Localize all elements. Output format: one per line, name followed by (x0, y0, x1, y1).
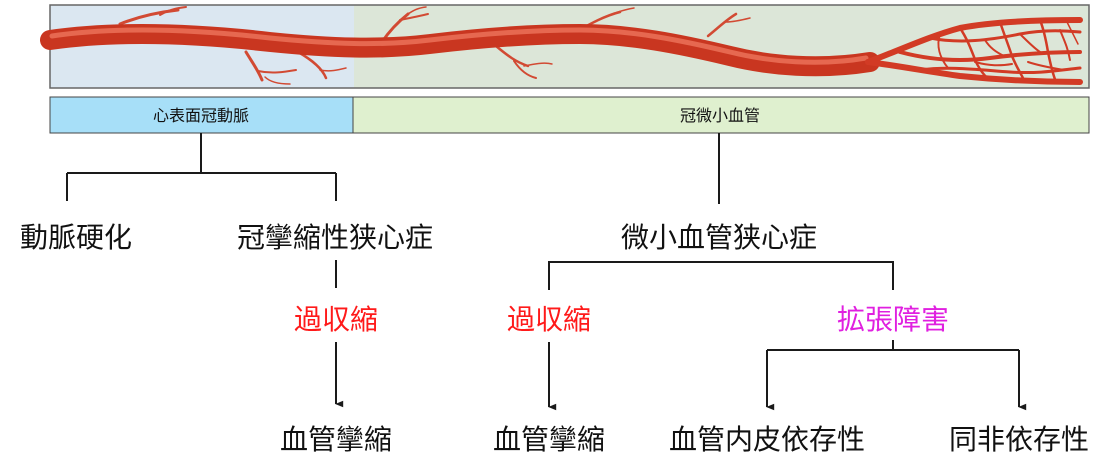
endothelium-dependent-label: 血管内皮依存性 (669, 423, 865, 456)
vasospasm-left-label: 血管攣縮 (280, 423, 392, 456)
epicardial-band-label: 心表面冠動脈 (153, 106, 249, 125)
capillary-network (865, 17, 1083, 85)
atherosclerosis-label: 動脈硬化 (20, 221, 132, 254)
microvascular-angina-label: 微小血管狭心症 (621, 221, 817, 254)
main-vessel-highlight (49, 27, 869, 65)
dilation-impairment-label: 拡張障害 (837, 303, 949, 336)
microvascular-band-box (352, 96, 1090, 134)
epicardial-band: 心表面冠動脈 (49, 96, 354, 134)
microvascular-angina-split (548, 261, 894, 290)
coronary-vessel-illustration (40, 4, 1090, 89)
main-coronary-vessel (40, 23, 880, 77)
epicardial-split-connector (66, 133, 337, 201)
vasospastic-angina-label: 冠攣縮性狭心症 (237, 221, 433, 254)
vasospasm-right-label: 血管攣縮 (493, 423, 605, 456)
microvascular-band-label: 冠微小血管 (680, 106, 760, 125)
dilation-split (767, 340, 1019, 351)
hypercontraction-right-label: 過収縮 (507, 303, 591, 336)
connector-lines (66, 133, 1027, 411)
hypercontraction-left-label: 過収縮 (294, 303, 378, 336)
endothelium-independent-label: 同非依存性 (949, 423, 1089, 456)
microvascular-band: 冠微小血管 (352, 96, 1090, 134)
